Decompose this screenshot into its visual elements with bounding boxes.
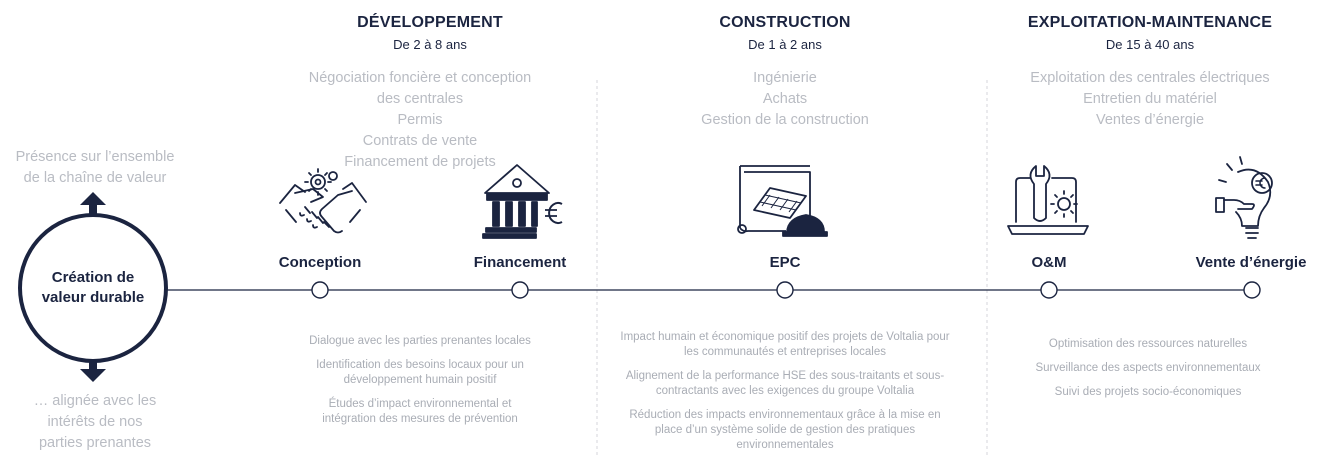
- stage-label-vente-energie: Vente d’énergie: [1195, 254, 1307, 271]
- arrow-down-icon: [80, 360, 106, 382]
- stage-label-financement: Financement: [473, 254, 567, 271]
- phase-impacts-construction: Impact humain et économique positif des …: [620, 331, 950, 451]
- stage-label-epc: EPC: [769, 254, 801, 271]
- phase-impacts-operations: Optimisation des ressources naturelles S…: [1035, 338, 1261, 398]
- stage-node-vente: [1243, 281, 1261, 299]
- value-chain-presence-text: Présence sur l’ensemble de la chaîne de …: [15, 149, 175, 186]
- phase-duration-development: De 2 à 8 ans: [393, 37, 467, 52]
- phase-activities-construction: Ingénierie Achats Gestion de la construc…: [701, 70, 869, 128]
- bank-euro-icon: [482, 164, 563, 239]
- phase-activities-operations: Exploitation des centrales électriques E…: [1030, 70, 1270, 128]
- arrow-up-icon: [80, 192, 106, 216]
- phase-duration-construction: De 1 à 2 ans: [748, 37, 822, 52]
- phase-title-development: DÉVELOPPEMENT: [357, 14, 503, 31]
- stage-label-om: O&M: [1031, 254, 1067, 271]
- stage-node-om: [1040, 281, 1058, 299]
- stage-node-conception: [311, 281, 329, 299]
- phase-title-operations: EXPLOITATION-MAINTENANCE: [1027, 14, 1273, 31]
- stage-node-financement: [511, 281, 529, 299]
- hub-label: Création de valeur durable: [41, 269, 145, 306]
- laptop-wrench-gear-icon: [1007, 165, 1089, 235]
- phase-activities-development: Négociation foncière et conception des c…: [308, 70, 532, 170]
- handshake-gear-icon: [279, 168, 367, 234]
- lightbulb-hand-euro-icon: [1215, 156, 1273, 239]
- stage-label-conception: Conception: [278, 254, 362, 271]
- phase-title-construction: CONSTRUCTION: [719, 14, 851, 31]
- stakeholder-alignment-text: … alignée avec les intérêts de nos parti…: [33, 393, 157, 451]
- blueprint-solar-helmet-icon: [737, 165, 828, 237]
- stage-node-epc: [776, 281, 794, 299]
- phase-impacts-development: Dialogue avec les parties prenantes loca…: [309, 335, 531, 425]
- phase-duration-operations: De 15 à 40 ans: [1105, 37, 1195, 52]
- hub-circle: [18, 213, 168, 363]
